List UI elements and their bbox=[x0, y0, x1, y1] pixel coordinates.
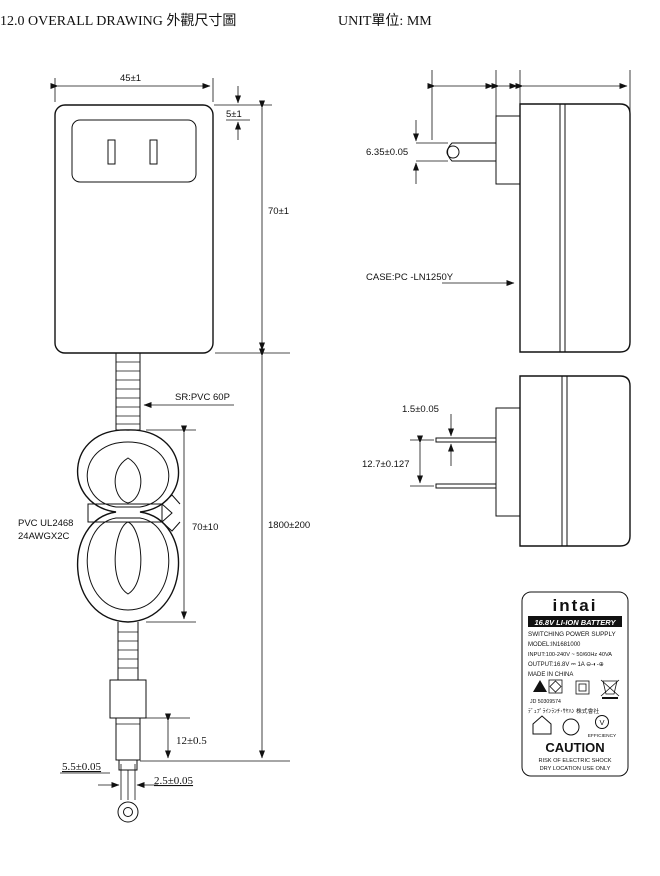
case-body-side bbox=[519, 103, 631, 353]
plug-outer-diameter: 5.5±0.05 bbox=[62, 761, 102, 773]
pin-top-upper bbox=[435, 437, 497, 443]
pin-thickness-dimension: 1.5±0.05 bbox=[402, 404, 439, 415]
pin-hole-dimension: 6.35±0.05 bbox=[366, 147, 408, 158]
cable-spec-line1: PVC UL2468 bbox=[18, 518, 73, 529]
label-line-3: OUTPUT:16.8V ⎓ 1A ⊖-◐-⊕ bbox=[528, 662, 604, 668]
coiled-cable bbox=[76, 429, 181, 623]
double-insulation-icon bbox=[575, 680, 590, 695]
pse-mark-icon bbox=[548, 679, 563, 694]
plug-end-inner bbox=[123, 807, 133, 817]
label-japanese: ﾃﾞｭﾌﾟﾗｲﾝﾗﾝﾁ･ｻﾔﾊﾝ 株式會社 bbox=[528, 707, 599, 715]
plug-length-dimension: 12±0.5 bbox=[176, 735, 207, 747]
efficiency-text: EFFICIENCY bbox=[588, 733, 617, 739]
case-body-top bbox=[519, 375, 631, 547]
coil-length-dimension: 70±10 bbox=[192, 522, 218, 533]
indoor-house-icon bbox=[532, 715, 552, 735]
efficiency-v-icon bbox=[595, 715, 609, 729]
efficiency-mark: V bbox=[599, 718, 604, 727]
cable-spec-line2: 24AWGX2C bbox=[18, 531, 70, 542]
caution-line1: RISK OF ELECTRIC SHOCK bbox=[538, 758, 611, 764]
warning-triangle-icon bbox=[533, 680, 547, 692]
plug-inner-diameter: 2.5±0.05 bbox=[154, 775, 194, 787]
socket-slot-left bbox=[107, 139, 116, 165]
strain-relief-callout: SR:PVC 60P bbox=[175, 392, 230, 403]
cable-length-dimension: 1800±200 bbox=[268, 520, 310, 531]
width-dimension: 45±1 bbox=[120, 73, 141, 84]
rating-label: intai 16.8V LI-ION BATTERY SWITCHING POW… bbox=[521, 591, 629, 777]
adapter-body-front bbox=[54, 104, 214, 354]
plug-end-outer bbox=[117, 801, 139, 823]
label-line-2: INPUT:100-240V ~ 50/60Hz 40VA bbox=[528, 652, 612, 658]
height-dimension: 70±1 bbox=[268, 206, 289, 217]
drawing-title: 12.0 OVERALL DRAWING 外觀尺寸圖 bbox=[0, 14, 237, 29]
pin-side bbox=[447, 142, 496, 162]
side-view: 6.35±0.05 CASE:PC -LN1250Y bbox=[366, 70, 631, 353]
weee-bin-icon bbox=[600, 679, 620, 699]
caution-title: CAUTION bbox=[545, 740, 604, 755]
efficiency-circle-icon bbox=[562, 718, 580, 736]
caution-line2: DRY LOCATION USE ONLY bbox=[540, 766, 611, 772]
label-battery: 16.8V LI-ION BATTERY bbox=[535, 618, 617, 627]
socket-face bbox=[71, 119, 197, 183]
pin-spacing-dimension: 12.7±0.127 bbox=[362, 459, 409, 470]
label-brand: intai bbox=[553, 596, 598, 615]
label-jd-code: JD 50309574 bbox=[530, 699, 561, 705]
front-view: 45±1 5±1 70±1 bbox=[18, 73, 310, 823]
dc-plug bbox=[109, 622, 147, 800]
top-view: 1.5±0.05 12.7±0.127 bbox=[362, 375, 631, 547]
case-material-callout: CASE:PC -LN1250Y bbox=[366, 272, 454, 283]
unit-label: UNIT單位: MM bbox=[338, 14, 432, 29]
label-line-4: MADE IN CHINA bbox=[528, 672, 573, 678]
pin-offset-dimension: 5±1 bbox=[226, 109, 242, 120]
label-line-0: SWITCHING POWER SUPPLY bbox=[528, 631, 616, 638]
battery-banner bbox=[528, 616, 622, 627]
socket-slot-right bbox=[149, 139, 158, 165]
label-line-1: MODEL:IN1681000 bbox=[528, 642, 581, 648]
pin-top-lower bbox=[435, 483, 497, 489]
strain-relief bbox=[115, 353, 141, 431]
